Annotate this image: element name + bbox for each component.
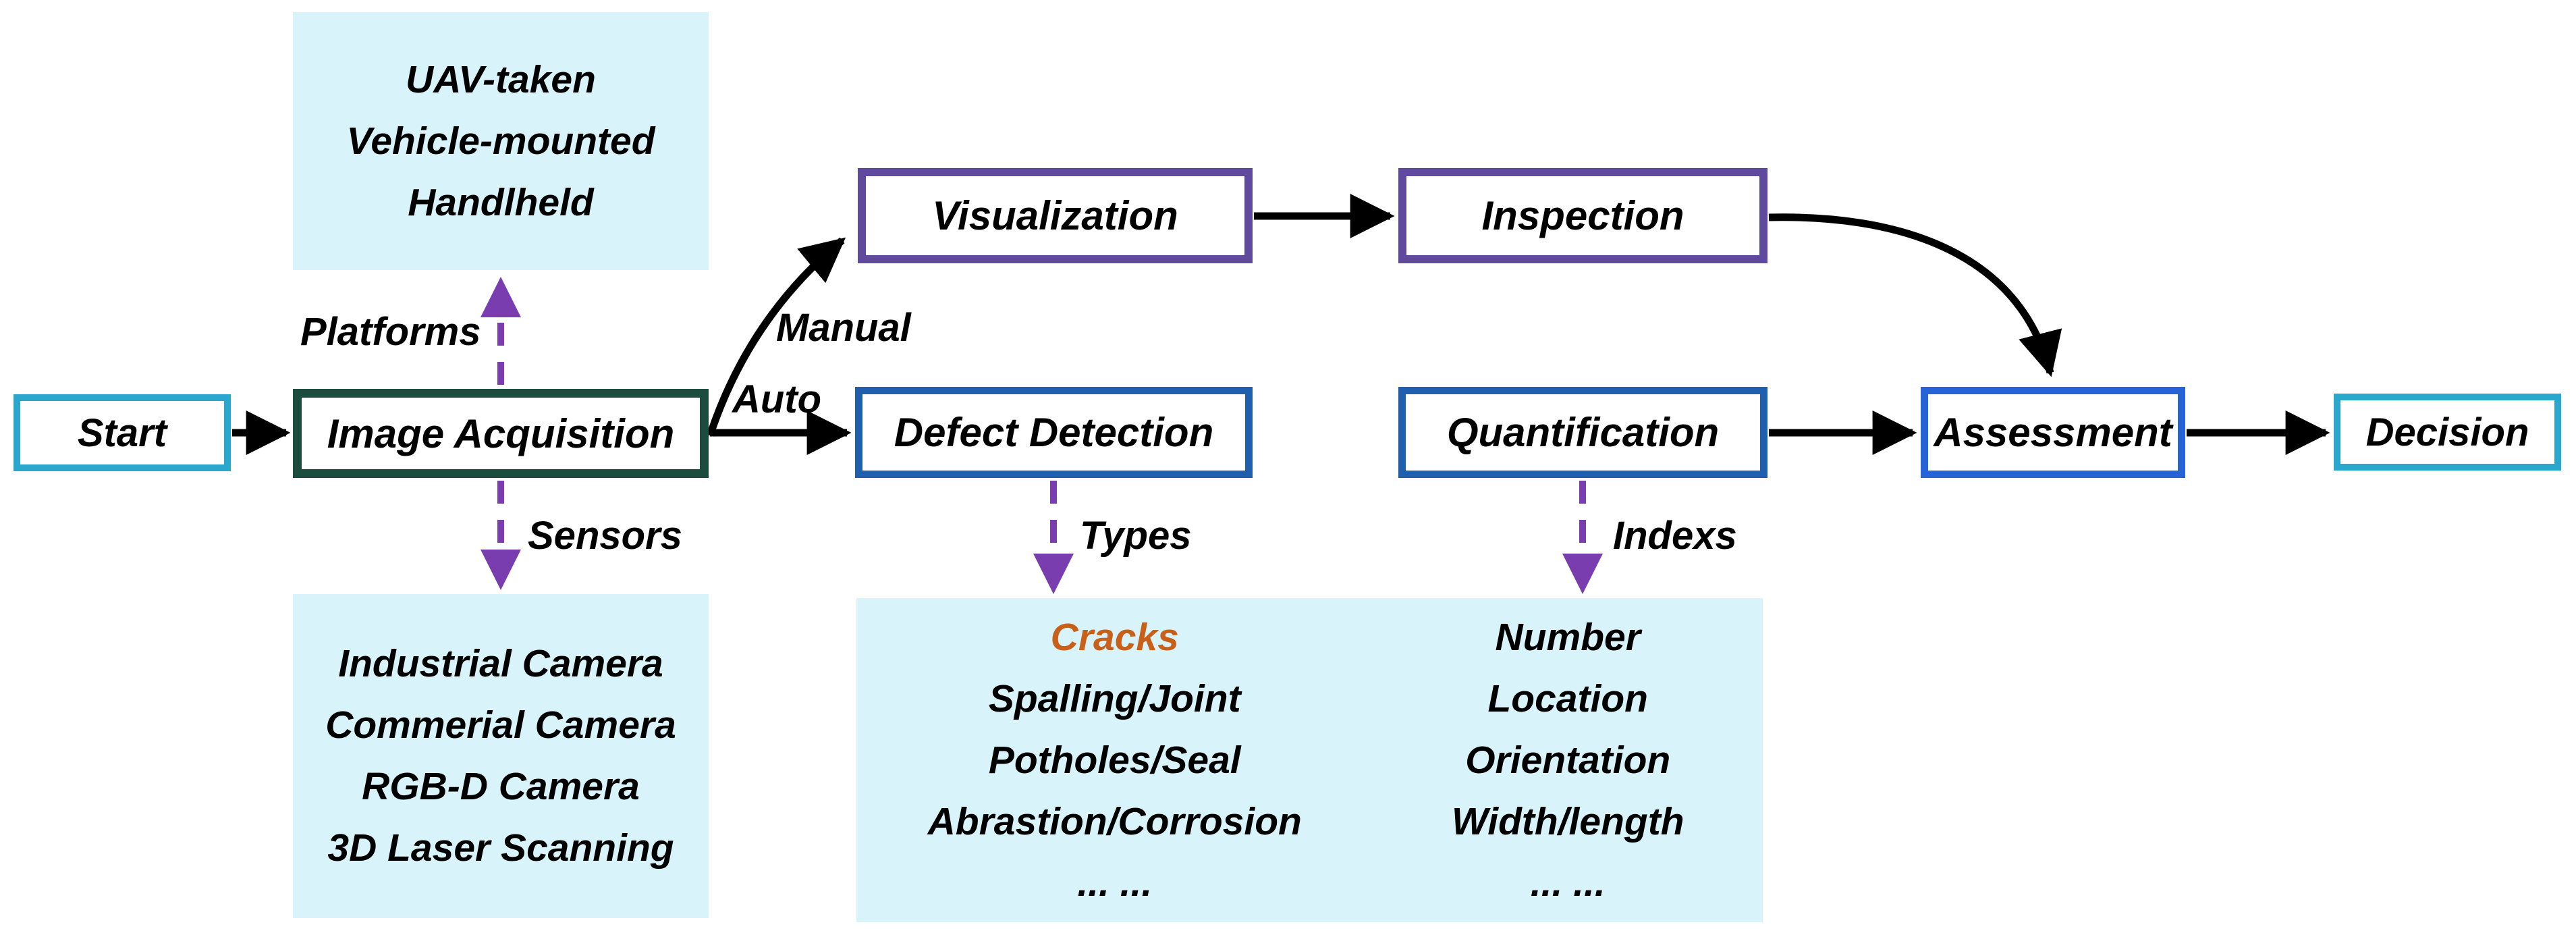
platforms-panel: UAV-taken Vehicle-mounted Handlheld: [293, 12, 709, 270]
node-defect-detection: Defect Detection: [855, 387, 1253, 478]
defect-types-column: Cracks Spalling/Joint Potholes/Seal Abra…: [928, 607, 1302, 914]
node-start: Start: [13, 394, 231, 471]
defect-type-item: Potholes/Seal: [988, 738, 1241, 782]
platform-item: Handlheld: [408, 180, 594, 224]
quant-index-item: Orientation: [1465, 738, 1671, 782]
sensor-item: Commerial Camera: [325, 703, 676, 747]
quant-index-item: Location: [1487, 676, 1648, 720]
label-auto: Auto: [732, 377, 822, 421]
node-quantification: Quantification: [1398, 387, 1767, 478]
node-visualization: Visualization: [858, 168, 1253, 263]
node-inspection: Inspection: [1398, 168, 1767, 263]
quant-indexes-column: Number Location Orientation Width/length…: [1452, 607, 1684, 914]
node-decision: Decision: [2334, 394, 2561, 471]
label-manual: Manual: [776, 306, 911, 350]
platform-item: Vehicle-mounted: [346, 119, 655, 163]
sensors-panel: Industrial Camera Commerial Camera RGB-D…: [293, 594, 709, 918]
label-types: Types: [1080, 514, 1192, 558]
platform-item: UAV-taken: [406, 57, 596, 101]
defect-type-item-highlight: Cracks: [1050, 615, 1179, 659]
sensor-item: RGB-D Camera: [362, 765, 640, 808]
defect-type-item: Abrastion/Corrosion: [927, 799, 1302, 843]
edge-inspection-to-assessment: [1768, 213, 2062, 377]
node-assessment: Assessment: [1921, 387, 2185, 478]
quant-index-item: ... ...: [1530, 861, 1606, 905]
sensor-item: Industrial Camera: [338, 642, 663, 685]
defect-type-item: ... ...: [1077, 861, 1153, 905]
label-sensors: Sensors: [528, 514, 682, 558]
types-indexes-panel: Cracks Spalling/Joint Potholes/Seal Abra…: [856, 598, 1763, 922]
quant-index-item: Number: [1495, 615, 1641, 659]
node-image-acquisition: Image Acquisition: [293, 389, 709, 478]
label-platforms: Platforms: [300, 310, 481, 354]
label-indexes: Indexs: [1613, 514, 1737, 558]
sensor-item: 3D Laser Scanning: [327, 826, 674, 870]
quant-index-item: Width/length: [1451, 799, 1684, 843]
defect-type-item: Spalling/Joint: [988, 676, 1241, 720]
